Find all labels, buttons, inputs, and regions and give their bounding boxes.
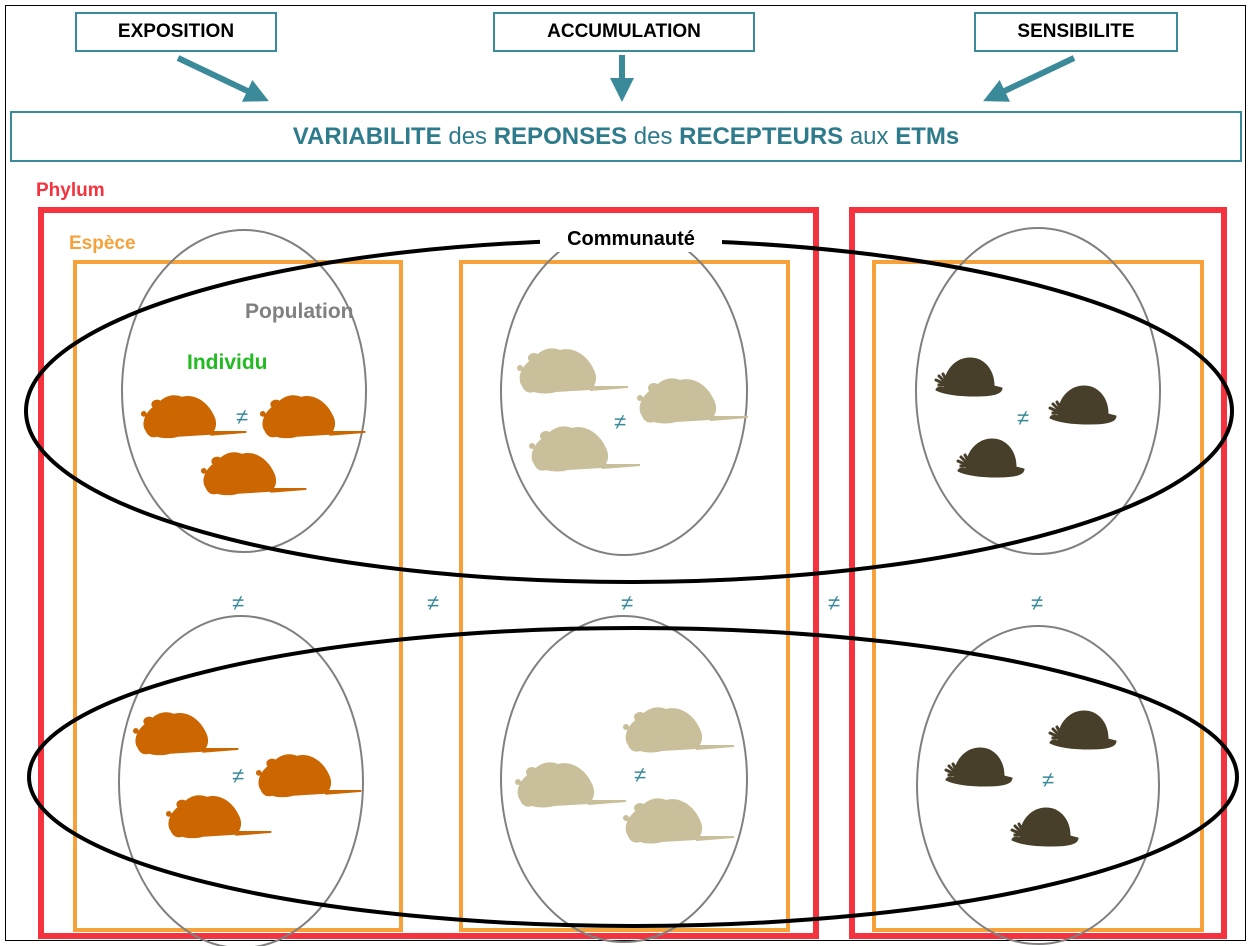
banner-des-2: des [627,122,680,150]
rodent-beige-icon [637,378,748,424]
snail-dark-icon [956,437,1026,479]
rodent-orange-icon-group-top [140,395,366,496]
banner-variabilite: VARIABILITE [292,122,442,150]
population-1a [121,229,367,553]
neq-pop-1a: ≠ [236,404,248,429]
banner-title: VARIABILITE des REPONSES des RECEPTEURS … [10,111,1242,162]
communaute-label-bg [540,222,722,252]
neq-pop-3b: ≠ [1042,767,1054,792]
espece-box-2 [459,260,790,932]
population-1b [118,615,364,946]
espece-label: Espèce [69,233,136,254]
not-equal-signs: ≠ ≠ ≠ ≠ ≠ ≠ ≠ ≠ ≠ ≠ ≠ [232,404,1054,792]
banner-etms: ETMs [895,122,960,150]
snail-dark-icon [934,356,1004,398]
figure-frame [5,5,1246,941]
arrow-sensibilite [983,55,1076,102]
rodent-beige-icon [623,707,734,753]
neq-pop-3a: ≠ [1017,405,1029,430]
exposition-label: EXPOSITION [117,21,235,42]
sensibilite-box: SENSIBILITE [974,12,1178,52]
phylum-box-2 [849,207,1227,939]
rodent-orange-icon [200,452,307,496]
communaute-label: Communauté [567,228,695,250]
espece-box-3 [872,260,1204,932]
neq-between-pop-3: ≠ [1031,590,1043,615]
neq-pop-2b: ≠ [634,762,646,787]
population-2b [500,615,748,943]
accumulation-box: ACCUMULATION [493,12,755,52]
snail-dark-icon [1010,806,1080,848]
individu-label: Individu [187,351,268,374]
banner-aux: aux [843,122,896,150]
snail-dark-icon [944,746,1014,788]
rodent-orange-icon [259,395,366,439]
snail-dark-icon [1048,384,1118,426]
rodent-orange-icon-group-bottom [132,712,362,839]
snail-dark-icon [1048,709,1118,751]
neq-between-pop-2: ≠ [621,590,633,615]
banner-recepteurs: RECEPTEURS [679,122,844,150]
snail-dark-icon-group-bottom [944,709,1118,848]
neq-between-pop-1: ≠ [232,590,244,615]
neq-pop-2a: ≠ [614,409,626,434]
arrow-exposition [176,55,269,102]
exposition-box: EXPOSITION [75,12,277,52]
rodent-orange-icon [132,712,239,756]
rodent-orange-icon [165,795,272,839]
banner-reponses: REPONSES [493,122,628,150]
population-3a [915,227,1161,555]
rodent-beige-icon-group-bottom [515,707,734,844]
neq-between-phyla: ≠ [828,590,840,615]
sensibilite-label: SENSIBILITE [1017,21,1135,42]
rodent-beige-icon-group-top [517,348,748,472]
rodent-orange-icon [140,395,247,439]
rodent-beige-icon [515,762,626,808]
espece-box-1 [73,260,403,932]
phylum-label: Phylum [36,180,105,201]
rodent-beige-icon [517,348,628,394]
neq-between-species: ≠ [427,590,439,615]
population-3b [916,625,1160,945]
rodent-orange-icon [255,754,362,798]
banner-des-1: des [441,122,494,150]
communaute-ellipse-bottom [27,626,1239,928]
rodent-beige-icon [623,798,734,844]
population-label: Population [245,300,354,323]
accumulation-label: ACCUMULATION [547,21,701,42]
neq-pop-1b: ≠ [232,763,244,788]
